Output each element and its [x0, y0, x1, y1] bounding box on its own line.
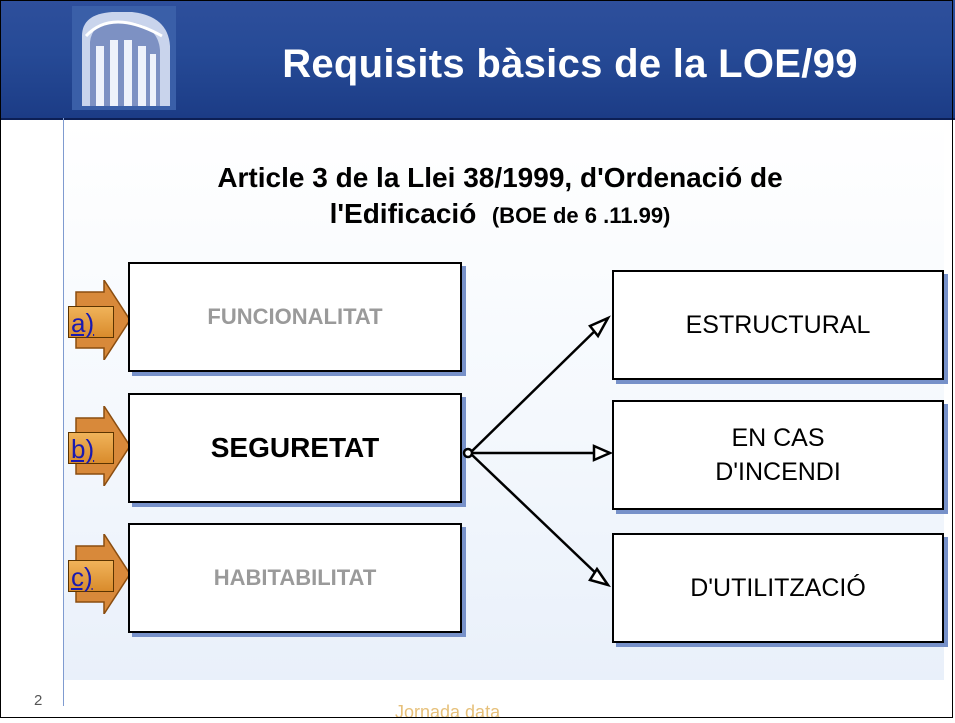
connector-line-estructural	[469, 322, 604, 454]
requirement-label: FUNCIONALITAT	[207, 304, 383, 329]
marker-label: c)	[68, 560, 114, 592]
vertical-rule	[63, 118, 64, 706]
security-type-label: ESTRUCTURAL	[685, 310, 871, 339]
requirement-label: HABITABILITAT	[213, 565, 377, 590]
article-heading-line1: Article 3 de la Llei 38/1999, d'Ordenaci…	[217, 162, 783, 193]
marker-b: b)	[68, 406, 138, 486]
security-type-label-line2: D'INCENDI	[715, 458, 841, 486]
security-type-label: D'UTILITZACIÓ	[690, 573, 866, 602]
connector-origin	[462, 447, 474, 459]
security-type-label-line1: EN CAS	[731, 424, 825, 452]
arrowhead-icon	[588, 566, 611, 588]
article-heading: Article 3 de la Llei 38/1999, d'Ordenaci…	[120, 160, 880, 234]
article-heading-ref: (BOE de 6 .11.99)	[491, 203, 671, 228]
security-type-box-estructural: ESTRUCTURAL	[612, 270, 944, 380]
connector-line-utilitzacio	[469, 452, 604, 581]
marker-c: c)	[68, 534, 138, 614]
page-title: Requisits bàsics de la LOE/99	[282, 42, 858, 86]
logo-icon	[72, 6, 176, 110]
requirement-box-funcionalitat: FUNCIONALITAT	[128, 262, 462, 372]
security-type-box-utilitzacio: D'UTILITZACIÓ	[612, 533, 944, 643]
marker-a: a)	[68, 280, 138, 360]
article-heading-line2: l'Edificació (BOE de 6 .11.99)	[120, 196, 880, 234]
requirement-box-habitabilitat: HABITABILITAT	[128, 523, 462, 633]
requirement-label: SEGURETAT	[210, 432, 380, 463]
marker-label: b)	[68, 432, 114, 464]
marker-label: a)	[68, 306, 114, 338]
arrowhead-icon	[588, 315, 611, 339]
page-number: 2	[34, 692, 43, 709]
article-heading-main: l'Edificació	[329, 198, 477, 229]
security-type-box-incendi: EN CAS D'INCENDI	[612, 400, 944, 510]
arrowhead-icon	[592, 444, 614, 462]
title-bar: Requisits bàsics de la LOE/99	[0, 0, 955, 120]
requirement-box-seguretat: SEGURETAT	[128, 393, 462, 503]
